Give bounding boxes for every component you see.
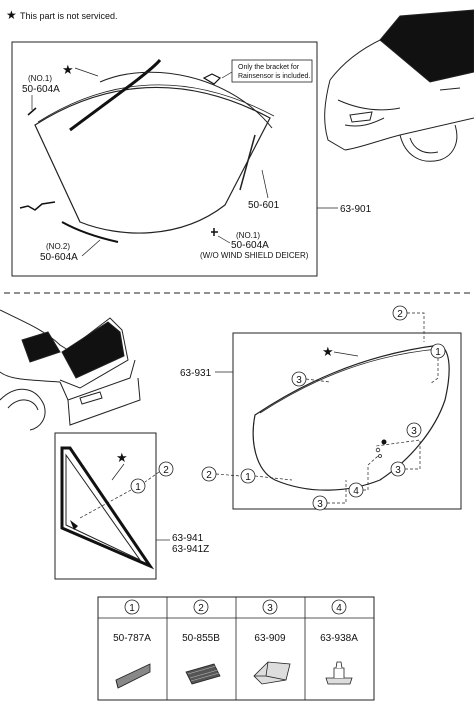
- label-63-931: 63-931: [180, 368, 212, 379]
- rainsensor-bracket: [202, 73, 222, 85]
- callout-3: 3: [296, 375, 302, 386]
- star-icon: ★: [116, 450, 128, 465]
- callout-3: 3: [317, 499, 323, 510]
- star-icon: ★: [6, 8, 17, 22]
- callout-2: 2: [397, 309, 403, 320]
- label-63-941Z: 63-941Z: [172, 544, 209, 555]
- callout-3: 3: [395, 465, 401, 476]
- legend-part-50-787A: 50-787A: [113, 633, 151, 644]
- clip-icon: [325, 661, 353, 685]
- legend-num-2: 2: [198, 603, 204, 614]
- rear-car-illustration: [0, 309, 141, 431]
- spacer-pad-icon: [115, 663, 151, 689]
- lower-molding: [61, 221, 119, 243]
- label-no1-top: (NO.1): [28, 74, 52, 83]
- front-car-illustration: [324, 9, 474, 162]
- label-50-601: 50-601: [248, 200, 280, 211]
- label-no2: (NO.2): [46, 242, 70, 251]
- callout-4: 4: [353, 486, 359, 497]
- callout-2: 2: [163, 465, 169, 476]
- windshield-frame: [11, 41, 318, 277]
- star-icon: ★: [322, 344, 334, 359]
- bracket-note-text-1: Only the bracket for: [238, 64, 300, 71]
- block-spacer-icon: [253, 661, 291, 685]
- quarter-glass: [60, 446, 155, 570]
- label-50-604A-bottom: 50-604A: [231, 240, 269, 251]
- callout-1: 1: [435, 347, 441, 358]
- label-63-901: 63-901: [340, 204, 372, 215]
- label-wo-deicer: (W/O WIND SHIELD DEICER): [200, 251, 309, 260]
- callout-1: 1: [245, 472, 251, 483]
- callout-2: 2: [206, 470, 212, 481]
- label-63-941: 63-941: [172, 533, 204, 544]
- quarter-glass-frame: [54, 432, 157, 580]
- callout-1: 1: [135, 482, 141, 493]
- label-no1-bottom: (NO.1): [236, 231, 260, 240]
- legend-part-63-909: 63-909: [254, 633, 286, 644]
- upper-molding: [69, 59, 162, 132]
- callout-3: 3: [411, 426, 417, 437]
- label-50-604A-no2: 50-604A: [40, 252, 78, 263]
- legend-table: 1 2 3 4 50-787A 50-855B 63-909 63-938A: [97, 596, 375, 701]
- not-serviced-note: This part is not serviced.: [20, 11, 118, 21]
- adhesive-pad-icon: [185, 663, 221, 685]
- bracket-note-box: [231, 59, 313, 83]
- legend-num-1: 1: [129, 603, 135, 614]
- star-icon: ★: [62, 62, 74, 77]
- bracket-note-text-2: Rainsensor is included.: [238, 73, 310, 80]
- legend-part-63-938A: 63-938A: [320, 633, 358, 644]
- legend-part-50-855B: 50-855B: [182, 633, 220, 644]
- rear-glass-frame: [232, 332, 462, 510]
- legend-num-4: 4: [336, 603, 342, 614]
- rear-glass: [252, 344, 450, 491]
- windshield-glass: [34, 86, 271, 234]
- legend-num-3: 3: [267, 603, 273, 614]
- deicer-wire: [19, 201, 56, 211]
- label-50-604A-top: 50-604A: [22, 84, 60, 95]
